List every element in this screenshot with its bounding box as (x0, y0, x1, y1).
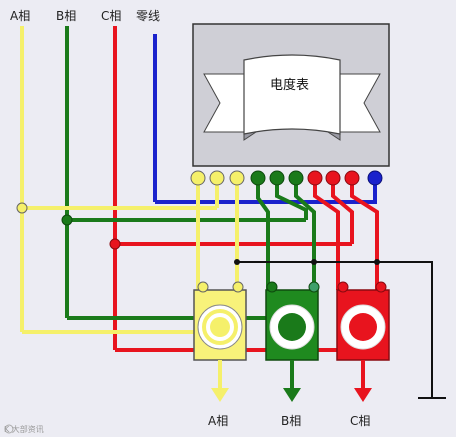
transformer-phase-c (336, 289, 390, 361)
wire-c-meter-out (350, 180, 379, 290)
wire-c-meter-tap (331, 180, 354, 244)
wire-b-meter-in (256, 180, 270, 290)
label-neutral-top: 零线 (136, 9, 160, 23)
watermark-text: K 大部资讯 (4, 424, 44, 434)
ribbon-banner-icon (203, 54, 381, 141)
output-arrow-phase-a (211, 360, 229, 402)
output-arrow-phase-b (283, 360, 301, 402)
watermark-logo-icon (4, 424, 14, 434)
wire-neutral-to-meter (155, 180, 377, 204)
meter-box: 电度表 (192, 23, 390, 167)
label-phase-a-top: A相 (10, 9, 30, 23)
meter-terminals (190, 170, 383, 186)
transformer-phase-a (193, 289, 247, 361)
wire-c-meter-in (313, 180, 340, 290)
ground-line (237, 261, 433, 398)
label-phase-a-bottom: A相 (208, 414, 228, 428)
ct-terminals (197, 281, 387, 293)
junction-dots (16, 202, 380, 265)
label-phase-c-bottom: C相 (350, 414, 370, 428)
label-phase-b-top: B相 (56, 9, 76, 23)
output-arrow-phase-c (354, 360, 372, 402)
label-phase-c-top: C相 (101, 9, 121, 23)
meter-label: 电度表 (270, 77, 309, 93)
label-phase-b-bottom: B相 (281, 414, 301, 428)
wire-b-meter-tap (275, 180, 308, 220)
wire-b-meter-out (294, 180, 316, 290)
transformer-phase-b (265, 289, 319, 361)
